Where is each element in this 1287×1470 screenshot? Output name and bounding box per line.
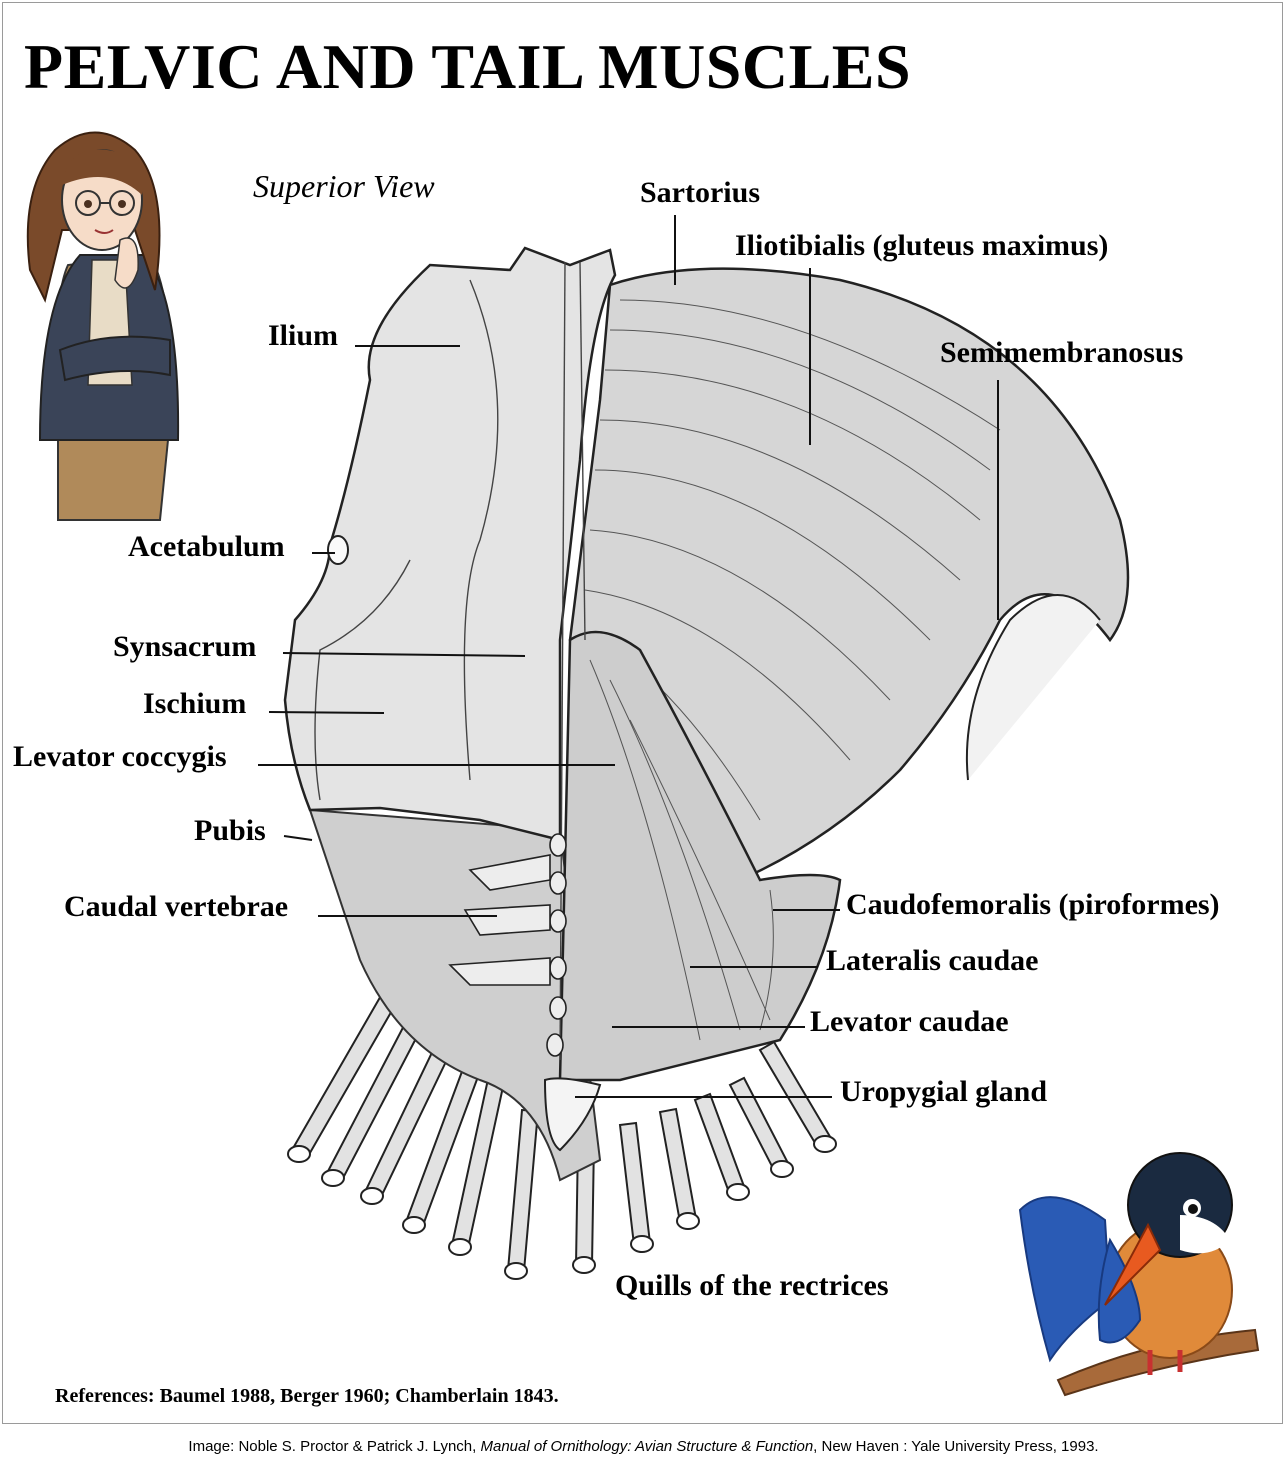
credit-suffix: , New Haven : Yale University Press, 199… — [813, 1438, 1099, 1455]
view-subtitle: Superior View — [253, 168, 435, 204]
leader-lines — [258, 215, 999, 1098]
label-levator-caudae: Levator caudae — [810, 1005, 1009, 1038]
tail-muscles — [558, 630, 842, 1082]
page-title: PELVIC AND TAIL MUSCLES — [24, 31, 912, 102]
label-ischium: Ischium — [143, 687, 247, 720]
credit-prefix: Image: Noble S. Proctor & Patrick J. Lyn… — [188, 1438, 481, 1455]
quills-group — [287, 978, 837, 1280]
label-ilium: Ilium — [268, 319, 339, 352]
label-caudal-vertebrae: Caudal vertebrae — [64, 890, 289, 923]
label-levator-coccygis: Levator coccygis — [13, 740, 227, 773]
image-credit: Image: Noble S. Proctor & Patrick J. Lyn… — [0, 1438, 1287, 1455]
label-acetabulum: Acetabulum — [128, 530, 285, 563]
label-iliotibialis: Iliotibialis (gluteus maximus) — [735, 229, 1109, 262]
label-uropygial-gland: Uropygial gland — [840, 1075, 1047, 1108]
label-sartorius: Sartorius — [640, 176, 760, 209]
label-lateralis-caudae: Lateralis caudae — [826, 944, 1039, 977]
border-frame — [2, 2, 1283, 1424]
label-caudofemoralis: Caudofemoralis (piroformes) — [846, 888, 1220, 921]
caudal-vertebrae-shapes — [448, 833, 567, 1057]
label-synsacrum: Synsacrum — [113, 630, 257, 663]
kingfisher-illustration — [1018, 1152, 1260, 1397]
label-quills: Quills of the rectrices — [615, 1269, 889, 1302]
pubis-region — [308, 808, 602, 1182]
credit-book-title: Manual of Ornithology: Avian Structure &… — [480, 1438, 814, 1455]
acetabulum-shape — [327, 535, 349, 565]
label-pubis: Pubis — [194, 814, 266, 847]
teacher-illustration — [26, 131, 180, 521]
references: References: Baumel 1988, Berger 1960; Ch… — [55, 1385, 559, 1407]
label-semimembranosus: Semimembranosus — [940, 336, 1184, 369]
